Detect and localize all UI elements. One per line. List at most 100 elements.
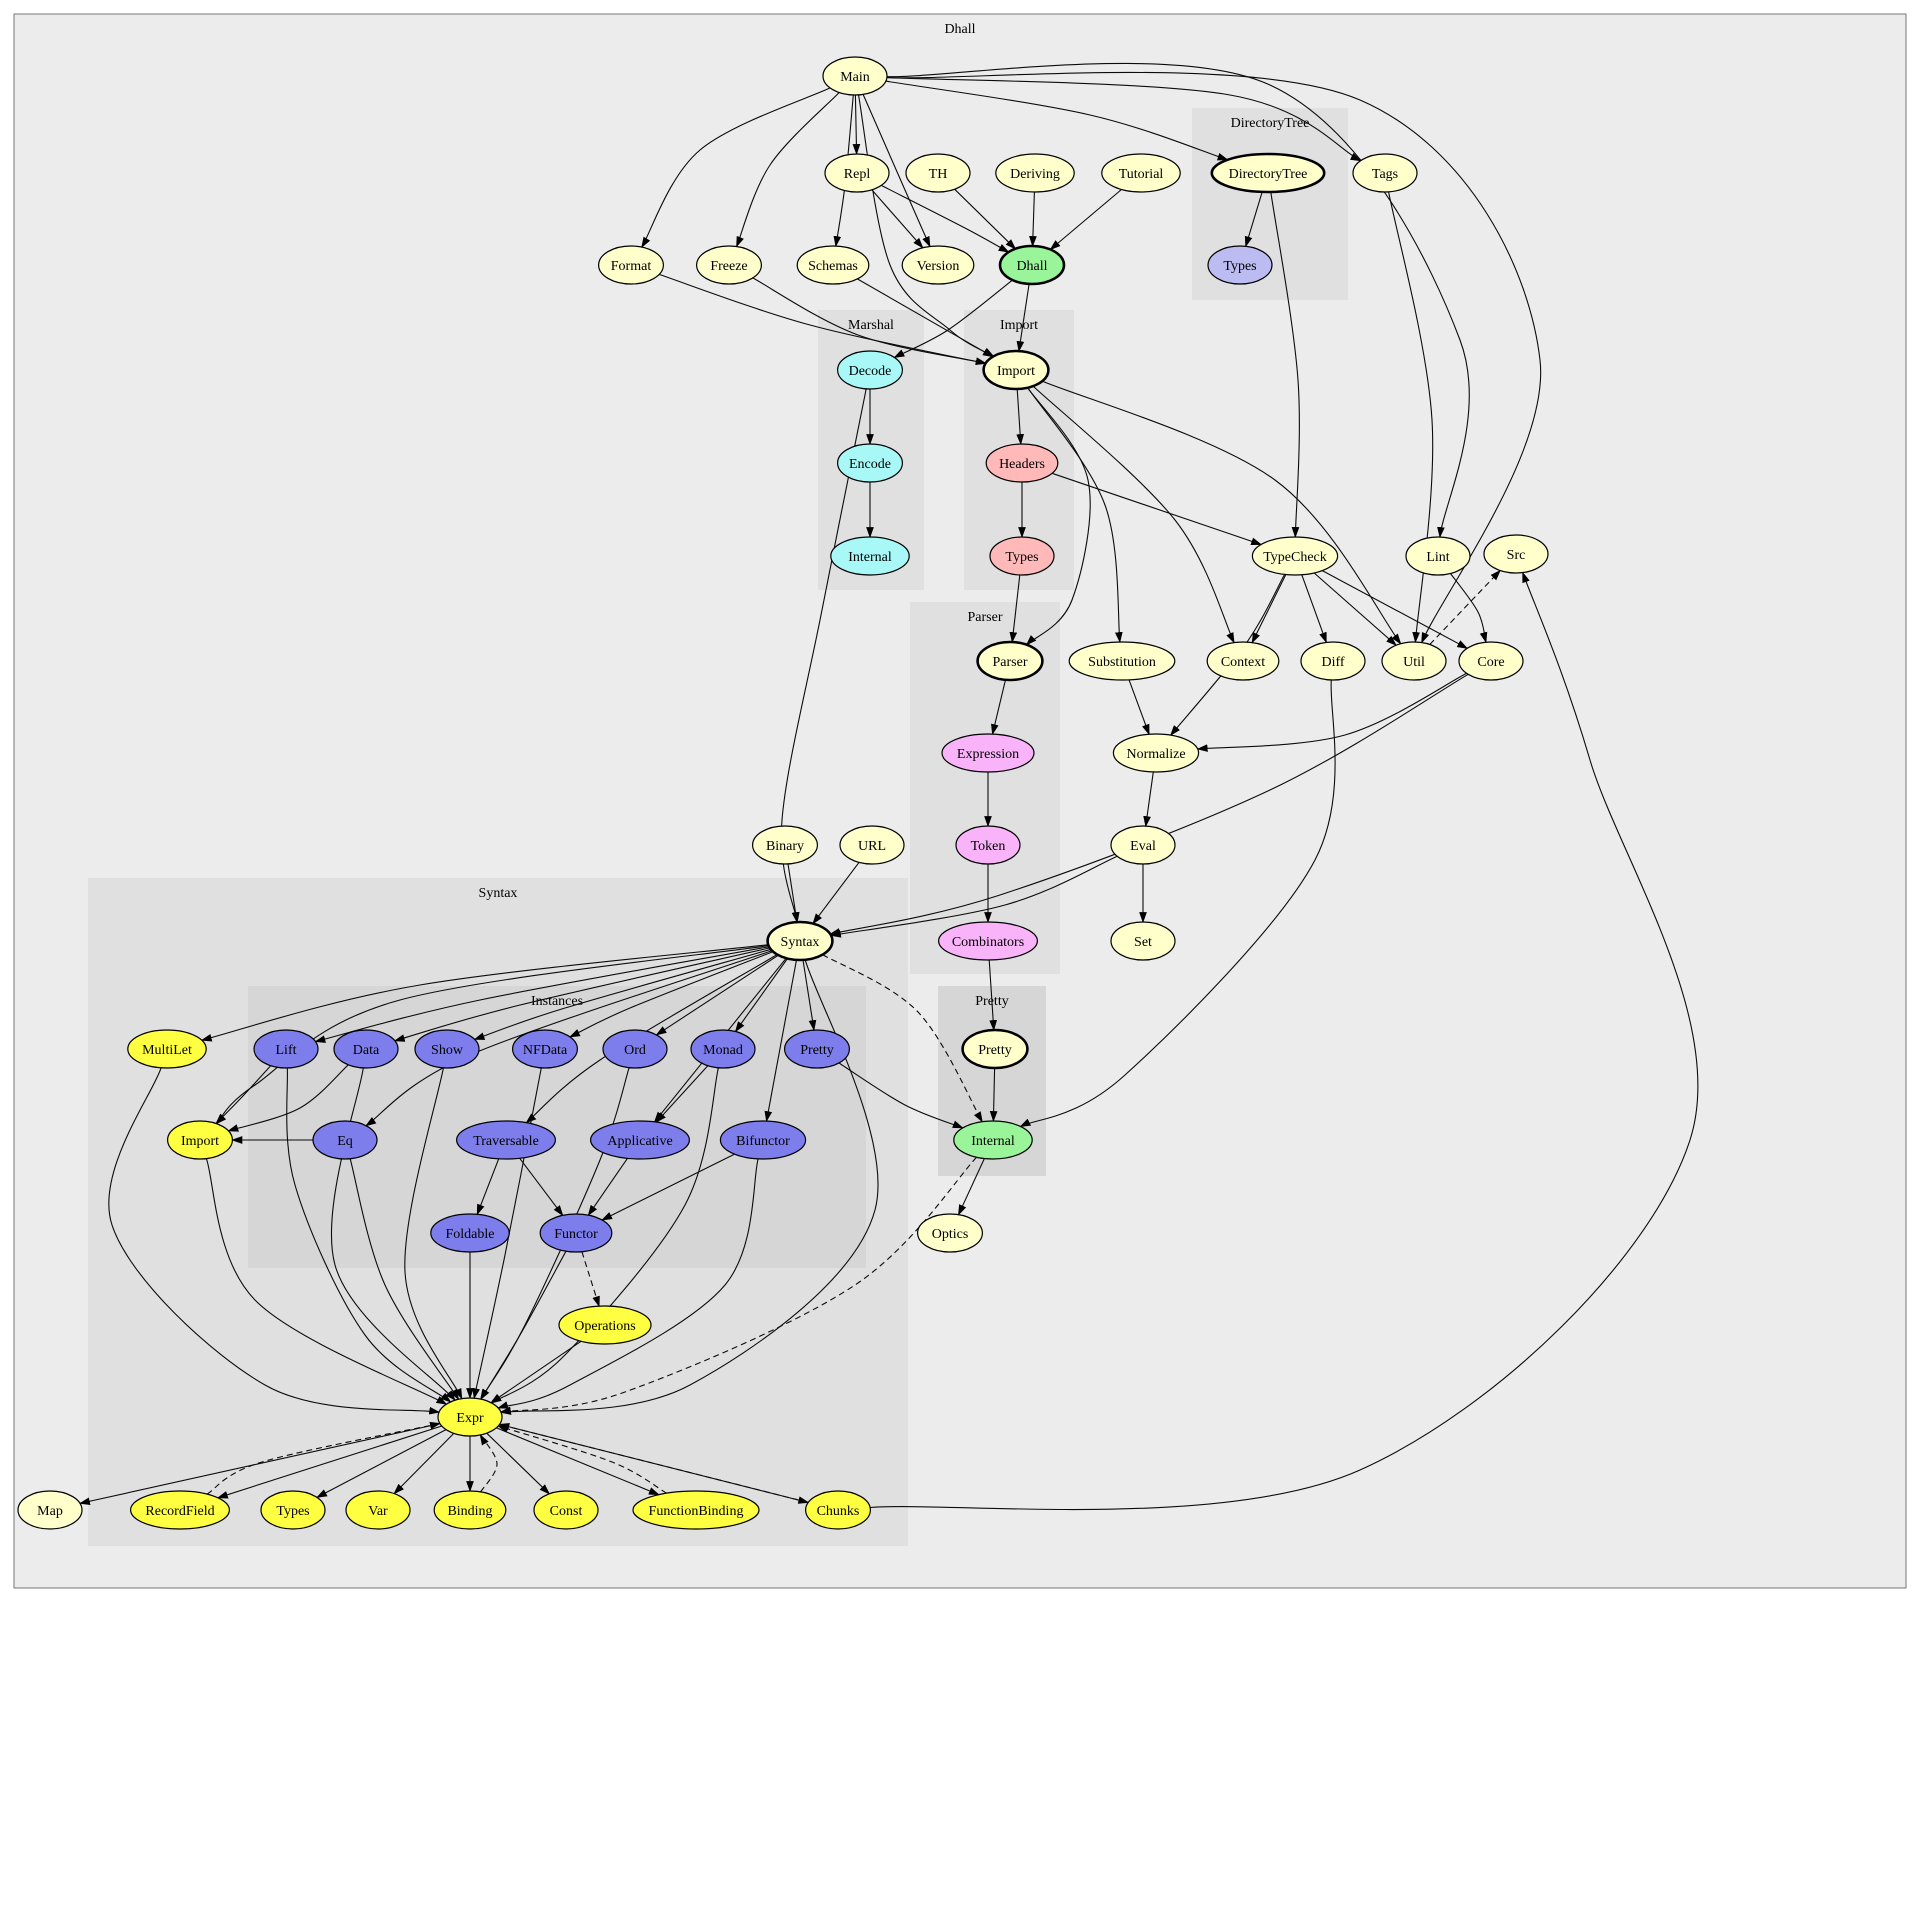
node-ord: Ord bbox=[602, 1029, 668, 1069]
edge-operations-expr bbox=[490, 1340, 582, 1404]
edge-schemas-import bbox=[857, 278, 994, 358]
node-label-format: Format bbox=[611, 259, 652, 274]
edge-syntax-data bbox=[393, 947, 770, 1042]
node-repl: Repl bbox=[824, 153, 890, 193]
node-shape-ord bbox=[602, 1029, 668, 1069]
node-token: Token bbox=[955, 825, 1021, 865]
edge-util-src bbox=[1429, 569, 1501, 645]
edge-import-parser bbox=[1025, 387, 1091, 646]
node-label-eval: Eval bbox=[1130, 839, 1156, 854]
cluster-label-parser: Parser bbox=[968, 610, 1003, 625]
node-functionbinding: FunctionBinding bbox=[632, 1490, 760, 1530]
node-shape-m_internal bbox=[830, 536, 910, 576]
node-m_internal: Internal bbox=[830, 536, 910, 576]
node-label-import: Import bbox=[997, 364, 1035, 379]
node-shape-const bbox=[533, 1490, 599, 1530]
node-label-encode: Encode bbox=[849, 457, 891, 472]
node-shape-applicative bbox=[589, 1120, 690, 1160]
node-var: Var bbox=[345, 1490, 411, 1530]
edge-traversable-functor bbox=[519, 1157, 564, 1217]
node-monad: Monad bbox=[690, 1029, 756, 1069]
node-functor: Functor bbox=[539, 1213, 613, 1253]
node-expr: Expr bbox=[437, 1397, 503, 1437]
edge-data-expr bbox=[331, 1067, 456, 1402]
edge-typecheck-context bbox=[1251, 574, 1287, 644]
edge-main-freeze bbox=[736, 92, 840, 248]
node-map: Map bbox=[17, 1490, 83, 1530]
node-label-traversable: Traversable bbox=[473, 1134, 539, 1149]
node-operations: Operations bbox=[558, 1305, 652, 1345]
node-recordfield: RecordField bbox=[130, 1490, 231, 1530]
edge-import-substitution bbox=[1027, 387, 1123, 644]
node-shape-tags bbox=[1352, 153, 1418, 193]
node-shape-diff bbox=[1300, 641, 1366, 681]
edge-syntax-multilet bbox=[200, 944, 769, 1042]
node-binary: Binary bbox=[751, 825, 818, 865]
node-label-functor: Functor bbox=[554, 1227, 598, 1242]
edge-expr-functionbinding bbox=[496, 1427, 660, 1496]
node-shape-syntax bbox=[766, 920, 834, 962]
node-shape-p_internal bbox=[953, 1120, 1033, 1160]
node-label-s_import: Import bbox=[181, 1134, 219, 1149]
node-shape-nfdata bbox=[511, 1029, 578, 1069]
node-label-data: Data bbox=[353, 1043, 380, 1058]
node-shape-freeze bbox=[695, 245, 762, 285]
node-dt_types: Types bbox=[1207, 245, 1273, 285]
edge-lift-s_import bbox=[215, 1065, 272, 1125]
edge-multilet-expr bbox=[108, 1067, 441, 1415]
node-diff: Diff bbox=[1300, 641, 1366, 681]
node-label-token: Token bbox=[971, 839, 1006, 854]
node-label-monad: Monad bbox=[703, 1043, 743, 1058]
node-eval: Eval bbox=[1110, 825, 1176, 865]
node-shape-chunks bbox=[804, 1490, 871, 1530]
edge-binding-expr bbox=[479, 1434, 498, 1493]
node-shape-repl bbox=[824, 153, 890, 193]
edge-import-util bbox=[1041, 380, 1402, 645]
node-label-eq: Eq bbox=[337, 1134, 353, 1149]
node-context: Context bbox=[1206, 641, 1280, 681]
node-shape-s_import bbox=[167, 1120, 234, 1160]
node-shape-decode bbox=[836, 350, 903, 390]
node-label-diff: Diff bbox=[1321, 655, 1344, 670]
edge-monad-expr bbox=[490, 1067, 719, 1404]
node-label-core: Core bbox=[1477, 655, 1504, 670]
edge-syntax-expr bbox=[500, 959, 879, 1415]
node-label-recordfield: RecordField bbox=[145, 1504, 214, 1519]
edge-syntax-nfdata bbox=[569, 951, 774, 1038]
node-label-ord: Ord bbox=[624, 1043, 646, 1058]
edge-binary-syntax bbox=[787, 863, 800, 924]
node-label-schemas: Schemas bbox=[808, 259, 858, 274]
node-label-map: Map bbox=[37, 1504, 63, 1519]
node-shape-monad bbox=[690, 1029, 756, 1069]
node-shape-show bbox=[414, 1029, 480, 1069]
node-shape-src bbox=[1483, 534, 1549, 574]
edge-url-syntax bbox=[812, 862, 860, 925]
node-applicative: Applicative bbox=[589, 1120, 690, 1160]
edge-dhall-decode bbox=[893, 279, 1013, 359]
edge-chunks-expr bbox=[498, 1423, 809, 1504]
edge-syntax-p_internal bbox=[822, 954, 983, 1123]
node-shape-directorytree bbox=[1210, 152, 1326, 194]
node-normalize: Normalize bbox=[1112, 733, 1200, 773]
node-shape-lint bbox=[1405, 536, 1471, 576]
node-lift: Lift bbox=[253, 1029, 319, 1069]
node-main: Main bbox=[822, 56, 888, 96]
node-shape-format bbox=[597, 245, 664, 285]
node-shape-core bbox=[1458, 641, 1524, 681]
node-shape-map bbox=[17, 1490, 83, 1530]
edge-deriving-dhall bbox=[1029, 191, 1037, 248]
edge-syntax-ord bbox=[655, 954, 779, 1036]
node-syntax: Syntax bbox=[766, 920, 834, 962]
edge-eq-expr bbox=[349, 1158, 460, 1401]
node-shape-multilet bbox=[127, 1029, 207, 1069]
node-shape-substitution bbox=[1068, 641, 1176, 681]
edge-i_types-parser bbox=[1009, 574, 1021, 644]
node-label-parser: Parser bbox=[993, 655, 1028, 670]
edge-freeze-import bbox=[752, 277, 987, 365]
node-shape-typecheck bbox=[1251, 536, 1339, 576]
node-shape-parser bbox=[976, 640, 1044, 682]
node-shape-recordfield bbox=[130, 1490, 231, 1530]
edge-main-format bbox=[641, 87, 831, 249]
edge-p_internal-expr bbox=[499, 1156, 977, 1415]
